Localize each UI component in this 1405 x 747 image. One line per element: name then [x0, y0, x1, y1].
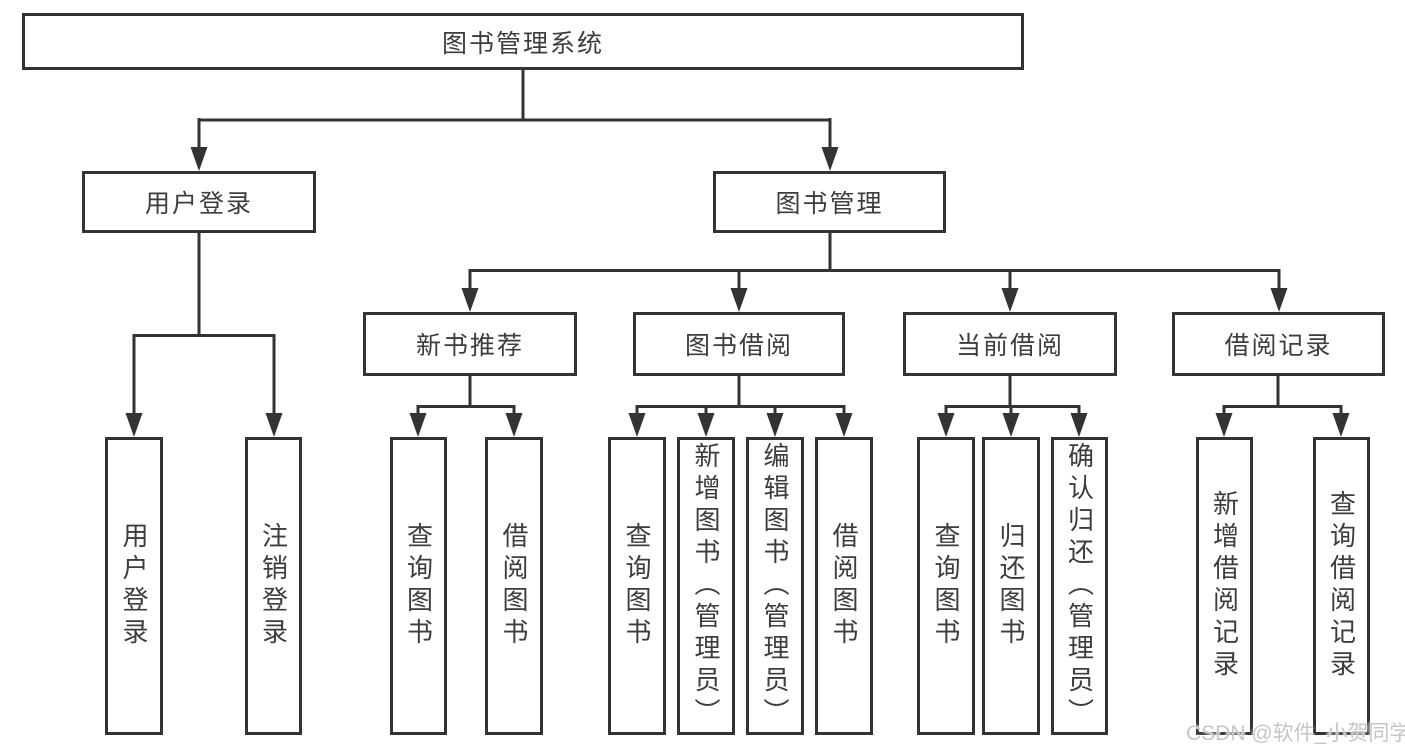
node-book-borrow-label: 图书借阅 — [684, 332, 793, 360]
node-leaf-br-add-record: 新增借阅记录 — [1196, 437, 1253, 735]
node-user-login: 用户登录 — [82, 171, 316, 233]
node-leaf-bb-borrow-books-label: 借阅图书 — [829, 522, 859, 650]
node-leaf-cb-query-books: 查询图书 — [917, 437, 975, 735]
node-leaf-bb-query-books-label: 查询图书 — [622, 522, 652, 650]
node-book-borrow: 图书借阅 — [633, 312, 845, 376]
node-current-borrow: 当前借阅 — [903, 312, 1117, 376]
node-new-book-recommend: 新书推荐 — [363, 312, 577, 376]
node-leaf-br-add-record-label: 新增借阅记录 — [1209, 490, 1240, 682]
node-leaf-nbr-query-books: 查询图书 — [390, 437, 447, 735]
node-leaf-user-login-label: 用户登录 — [119, 522, 149, 650]
csdn-watermark: CSDN @软件_小贺同学 — [1186, 722, 1405, 745]
node-current-borrow-label: 当前借阅 — [955, 332, 1064, 360]
node-leaf-user-login: 用户登录 — [105, 437, 163, 735]
arrowheads — [125, 147, 1350, 437]
node-leaf-br-query-record-label: 查询借阅记录 — [1326, 490, 1357, 682]
node-root-label: 图书管理系统 — [441, 29, 604, 58]
node-borrow-records: 借阅记录 — [1172, 312, 1385, 376]
node-leaf-nbr-query-books-label: 查询图书 — [403, 522, 434, 650]
node-leaf-cb-query-books-label: 查询图书 — [931, 522, 961, 650]
node-leaf-logout-label: 注销登录 — [258, 522, 289, 650]
node-user-login-label: 用户登录 — [144, 190, 253, 218]
node-book-management-label: 图书管理 — [775, 190, 884, 218]
node-leaf-bb-query-books: 查询图书 — [608, 437, 666, 735]
node-leaf-bb-add-books-admin-label: 新增图书（管理员） — [691, 442, 721, 730]
node-leaf-bb-add-books-admin: 新增图书（管理员） — [677, 437, 735, 735]
node-leaf-cb-return-books: 归还图书 — [982, 437, 1040, 735]
node-borrow-records-label: 借阅记录 — [1224, 332, 1333, 360]
node-leaf-cb-confirm-return-admin-label: 确认归还（管理员） — [1064, 442, 1095, 730]
node-leaf-cb-return-books-label: 归还图书 — [996, 522, 1026, 650]
node-leaf-cb-confirm-return-admin: 确认归还（管理员） — [1051, 437, 1108, 735]
node-leaf-nbr-borrow-books: 借阅图书 — [485, 437, 543, 735]
node-book-management: 图书管理 — [713, 171, 946, 233]
node-leaf-bb-edit-books-admin: 编辑图书（管理员） — [746, 437, 804, 735]
node-new-book-recommend-label: 新书推荐 — [415, 332, 524, 360]
node-leaf-bb-edit-books-admin-label: 编辑图书（管理员） — [760, 442, 790, 730]
node-leaf-logout: 注销登录 — [245, 437, 302, 735]
node-leaf-nbr-borrow-books-label: 借阅图书 — [499, 522, 529, 650]
node-root: 图书管理系统 — [22, 13, 1024, 70]
node-leaf-bb-borrow-books: 借阅图书 — [815, 437, 873, 735]
node-leaf-br-query-record: 查询借阅记录 — [1313, 437, 1370, 735]
